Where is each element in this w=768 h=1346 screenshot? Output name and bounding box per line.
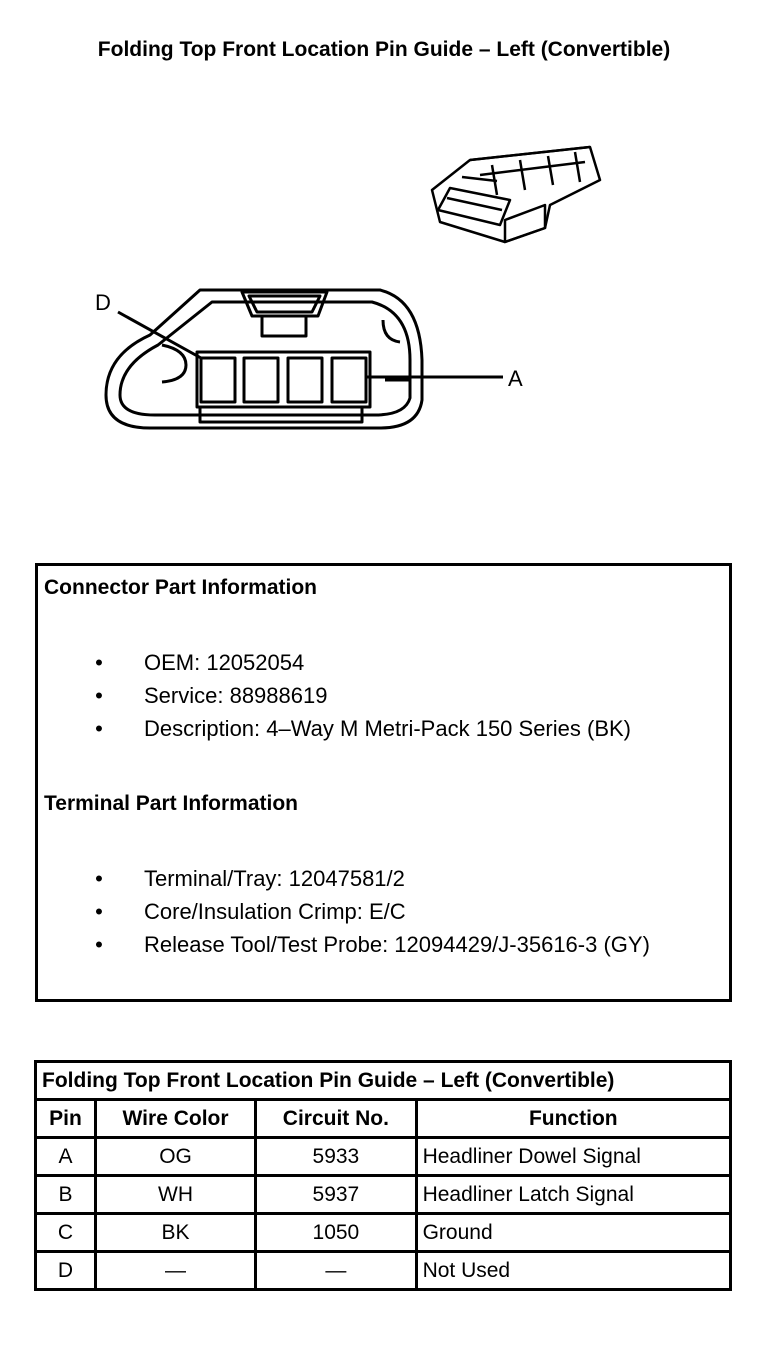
table-row: A OG 5933 Headliner Dowel Signal (34, 1136, 733, 1177)
list-item: • Description: 4–Way M Metri-Pack 150 Ser… (38, 712, 631, 745)
list-item: • Service: 88988619 (38, 679, 631, 712)
wire-color-cell: OG (93, 1136, 258, 1177)
page-title: Folding Top Front Location Pin Guide – L… (97, 38, 671, 61)
terminal-part-info-list: • Terminal/Tray: 12047581/2 • Core/Insulat… (38, 862, 650, 961)
connector-illustration: D A (95, 145, 602, 430)
connector-part-info-heading: Connector Part Information (44, 576, 318, 599)
circuit-no-cell: 5937 (254, 1174, 418, 1215)
bullet-icon: • (95, 650, 103, 675)
table-row: D — — Not Used (34, 1250, 733, 1291)
terminal-part-info-box: Terminal Part Information • Terminal/Tray… (35, 782, 732, 1002)
list-item-text: Service: 88988619 (144, 683, 328, 708)
column-header-function: Function (414, 1098, 733, 1139)
pin-cell: A (34, 1136, 97, 1177)
connector-part-info-box: Connector Part Information • OEM: 1205205… (35, 563, 732, 785)
column-header-circuit-no: Circuit No. (254, 1098, 418, 1139)
table-row: C BK 1050 Ground (34, 1212, 733, 1253)
table-header-row: Pin Wire Color Circuit No. Function (34, 1098, 733, 1139)
list-item-text: Terminal/Tray: 12047581/2 (144, 866, 405, 891)
table-caption-row: Folding Top Front Location Pin Guide – L… (34, 1060, 732, 1101)
function-cell: Not Used (414, 1250, 733, 1291)
list-item-text: Release Tool/Test Probe: 12094429/J-3561… (144, 932, 650, 957)
table-caption: Folding Top Front Location Pin Guide – L… (34, 1060, 732, 1101)
connector-isometric-drawing (430, 145, 602, 244)
circuit-no-cell: 1050 (254, 1212, 418, 1253)
terminal-part-info-heading: Terminal Part Information (44, 792, 298, 815)
bullet-icon: • (95, 932, 103, 957)
column-header-wire-color: Wire Color (93, 1098, 258, 1139)
bullet-icon: • (95, 716, 103, 741)
bullet-icon: • (95, 866, 103, 891)
circuit-no-cell: 5933 (254, 1136, 418, 1177)
connector-part-info-list: • OEM: 12052054 • Service: 88988619 • Descr… (38, 646, 631, 745)
list-item-text: Description: 4–Way M Metri-Pack 150 Seri… (144, 716, 631, 741)
list-item-text: OEM: 12052054 (144, 650, 305, 675)
list-item-text: Core/Insulation Crimp: E/C (144, 899, 406, 924)
pin-a-label: A (508, 366, 523, 391)
circuit-no-cell: — (254, 1250, 418, 1291)
column-header-pin: Pin (34, 1098, 97, 1139)
list-item: • Terminal/Tray: 12047581/2 (38, 862, 650, 895)
pin-cell: C (34, 1212, 97, 1253)
function-cell: Headliner Dowel Signal (414, 1136, 733, 1177)
list-item: • OEM: 12052054 (38, 646, 631, 679)
function-cell: Headliner Latch Signal (414, 1174, 733, 1215)
pin-guide-table: Folding Top Front Location Pin Guide – L… (34, 1060, 733, 1291)
table-row: B WH 5937 Headliner Latch Signal (34, 1174, 733, 1215)
list-item: • Core/Insulation Crimp: E/C (38, 895, 650, 928)
pin-cell: D (34, 1250, 97, 1291)
bullet-icon: • (95, 899, 103, 924)
connector-face-drawing (104, 288, 503, 430)
wire-color-cell: WH (93, 1174, 258, 1215)
pin-cell: B (34, 1174, 97, 1215)
bullet-icon: • (95, 683, 103, 708)
function-cell: Ground (414, 1212, 733, 1253)
list-item: • Release Tool/Test Probe: 12094429/J-356… (38, 928, 650, 961)
wire-color-cell: BK (93, 1212, 258, 1253)
wire-color-cell: — (93, 1250, 258, 1291)
pin-d-label: D (95, 290, 111, 315)
